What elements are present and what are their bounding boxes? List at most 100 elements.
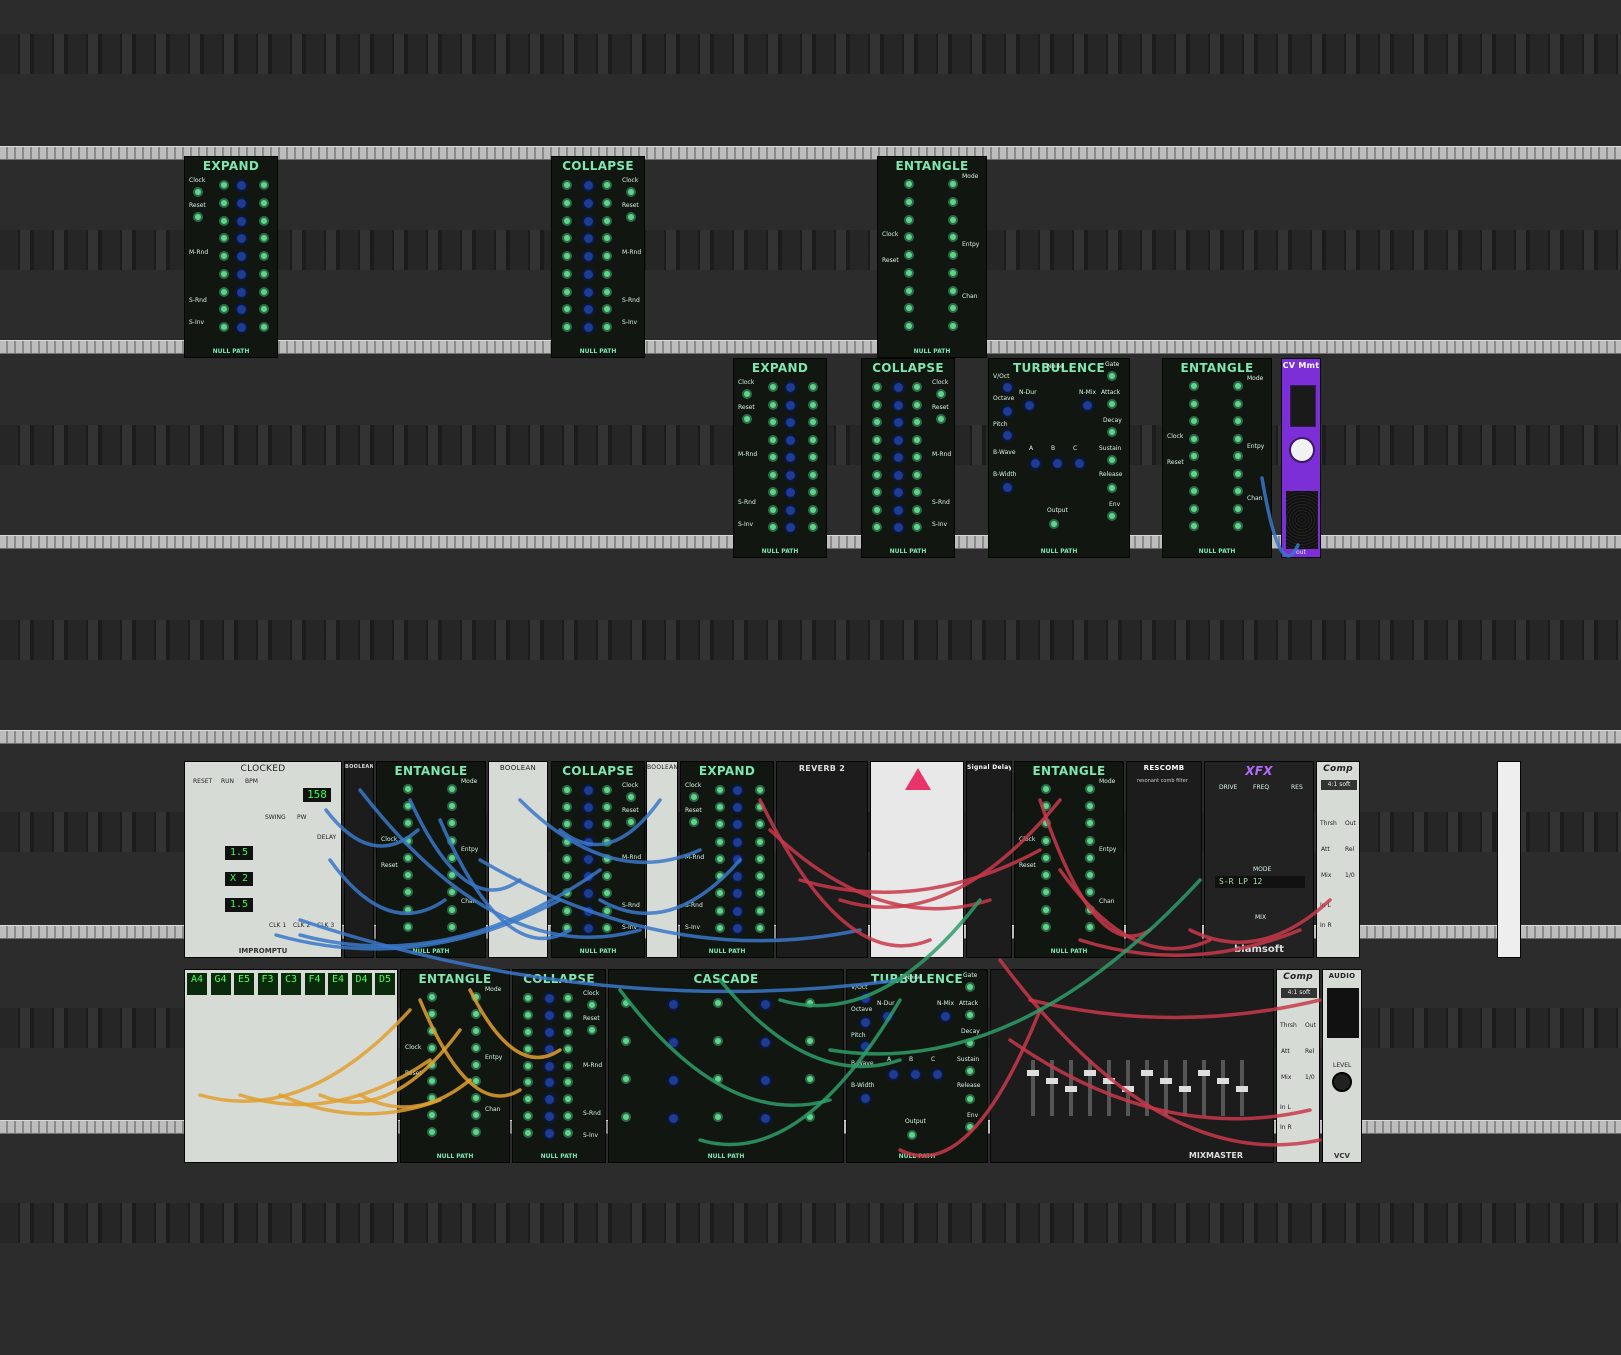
output-jack[interactable] [562,180,572,190]
output-jack[interactable] [1233,381,1243,391]
attenuator-knob[interactable] [582,267,595,281]
parameter-knob[interactable] [759,1112,772,1125]
fader-cap[interactable] [1046,1078,1058,1084]
attenuator-knob[interactable] [784,398,797,412]
parameter-knob[interactable] [859,1092,872,1105]
input-jack[interactable] [1041,887,1051,898]
parameter-knob[interactable] [667,1112,680,1125]
output-jack[interactable] [259,322,269,333]
attenuator-knob[interactable] [543,1127,556,1141]
attenuator-knob[interactable] [543,992,556,1005]
fader-cap[interactable] [1198,1070,1210,1076]
parameter-knob[interactable] [759,1036,772,1049]
output-jack[interactable] [1233,398,1243,409]
cv-jack[interactable] [621,1074,631,1084]
output-jack[interactable] [1233,416,1243,427]
attenuator-knob[interactable] [892,451,905,465]
output-jack[interactable] [562,286,572,297]
input-jack[interactable] [1189,433,1199,444]
boolean-module[interactable]: BOOLEAN [488,761,548,958]
output-jack[interactable] [755,905,765,916]
output-jack[interactable] [1085,887,1095,898]
output-jack[interactable] [471,1110,481,1121]
input-jack[interactable] [1189,486,1199,497]
output-jack[interactable] [562,836,572,847]
attenuator-knob[interactable] [235,196,248,210]
input-jack[interactable] [912,399,922,410]
attenuator-knob[interactable] [731,870,744,884]
input-jack[interactable] [1189,416,1199,427]
input-jack[interactable] [1041,904,1051,915]
reset-jack[interactable] [936,414,946,424]
output-jack[interactable] [562,819,572,830]
channel-fader[interactable] [1122,1060,1134,1116]
attenuator-knob[interactable] [731,784,744,797]
cascade-module[interactable]: CASCADE NULL PATH [608,969,844,1163]
input-jack[interactable] [602,268,612,279]
output-jack[interactable] [259,180,269,190]
attenuator-knob[interactable] [784,468,797,482]
input-jack[interactable] [427,1059,437,1070]
output-jack[interactable] [1233,451,1243,462]
output-jack[interactable] [755,802,765,813]
output-jack[interactable] [562,853,572,864]
output-jack[interactable] [523,1094,533,1105]
output-jack[interactable] [259,304,269,315]
output-jack[interactable] [1085,904,1095,915]
parameter-knob[interactable] [939,1010,952,1023]
rescomb-module[interactable]: RESCOMB resonant comb filter [1126,761,1202,958]
fader-cap[interactable] [1141,1070,1153,1076]
input-jack[interactable] [219,197,229,208]
output-jack[interactable] [447,852,457,863]
output-jack[interactable] [948,250,958,261]
attenuator-knob[interactable] [892,433,905,447]
output-jack[interactable] [562,251,572,262]
attenuator-knob[interactable] [543,1093,556,1107]
input-jack[interactable] [403,835,413,846]
reset-jack[interactable] [742,414,752,424]
cv-jack[interactable] [1107,399,1117,409]
output-jack[interactable] [562,785,572,795]
output-jack[interactable] [471,1042,481,1053]
output-jack[interactable] [872,504,882,515]
input-jack[interactable] [904,321,914,332]
attenuator-knob[interactable] [582,904,595,918]
input-jack[interactable] [912,469,922,480]
cv-jack[interactable] [805,1036,815,1046]
channel-fader[interactable] [1160,1060,1172,1116]
input-jack[interactable] [768,469,778,480]
input-jack[interactable] [715,819,725,830]
output-jack[interactable] [447,904,457,915]
attenuator-knob[interactable] [582,285,595,299]
input-jack[interactable] [904,285,914,296]
channel-fader[interactable] [1046,1060,1058,1116]
attenuator-knob[interactable] [235,321,248,335]
attenuator-knob[interactable] [731,818,744,832]
input-jack[interactable] [768,504,778,515]
attenuator-knob[interactable] [731,801,744,815]
output-jack[interactable] [1085,784,1095,794]
clock-jack[interactable] [936,389,946,399]
output-jack[interactable] [471,992,481,1002]
attenuator-knob[interactable] [235,303,248,317]
input-jack[interactable] [1189,503,1199,514]
cv-jack[interactable] [621,1112,631,1122]
input-jack[interactable] [602,286,612,297]
pink-module[interactable] [870,761,964,958]
channel-fader[interactable] [1027,1060,1039,1116]
input-jack[interactable] [904,179,914,189]
output-jack[interactable] [447,870,457,881]
attenuator-knob[interactable] [892,381,905,394]
output-jack[interactable] [471,1059,481,1070]
cv-slider-knob[interactable] [1289,437,1315,463]
input-jack[interactable] [768,434,778,445]
input-jack[interactable] [427,1110,437,1121]
attenuator-knob[interactable] [784,416,797,430]
attenuator-knob[interactable] [784,521,797,535]
input-jack[interactable] [715,785,725,795]
output-jack[interactable] [471,1076,481,1087]
attenuator-knob[interactable] [582,852,595,866]
